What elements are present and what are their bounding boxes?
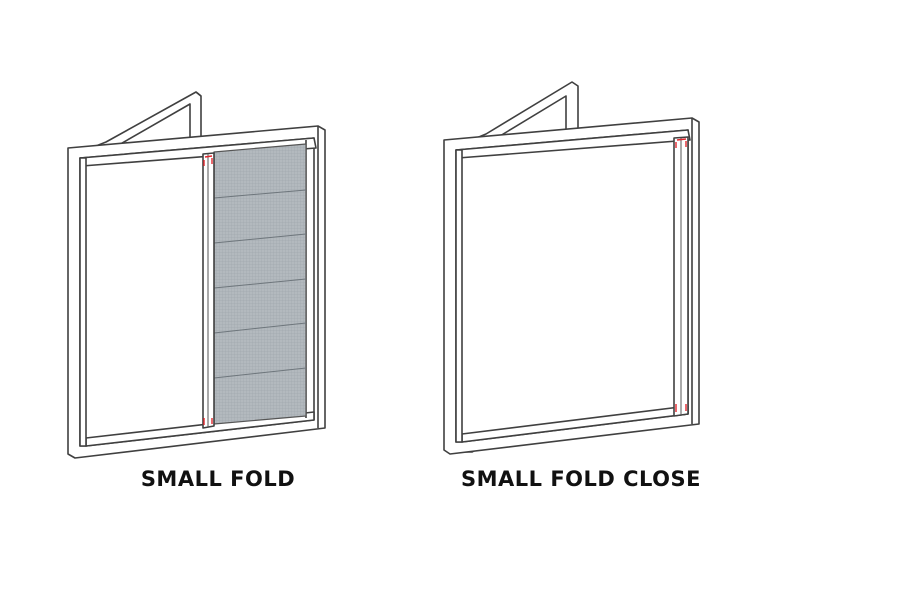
pleated-mesh-screen <box>202 143 307 429</box>
folded-screen-cassette <box>673 136 689 417</box>
outer-frame-right <box>443 117 700 455</box>
left-jamb <box>79 157 87 447</box>
small-fold-window <box>67 91 326 459</box>
caption-small-fold: SMALL FOLD <box>140 467 296 491</box>
caption-small-fold-close: SMALL FOLD CLOSE <box>460 467 702 491</box>
small-fold-close-window <box>443 81 700 455</box>
